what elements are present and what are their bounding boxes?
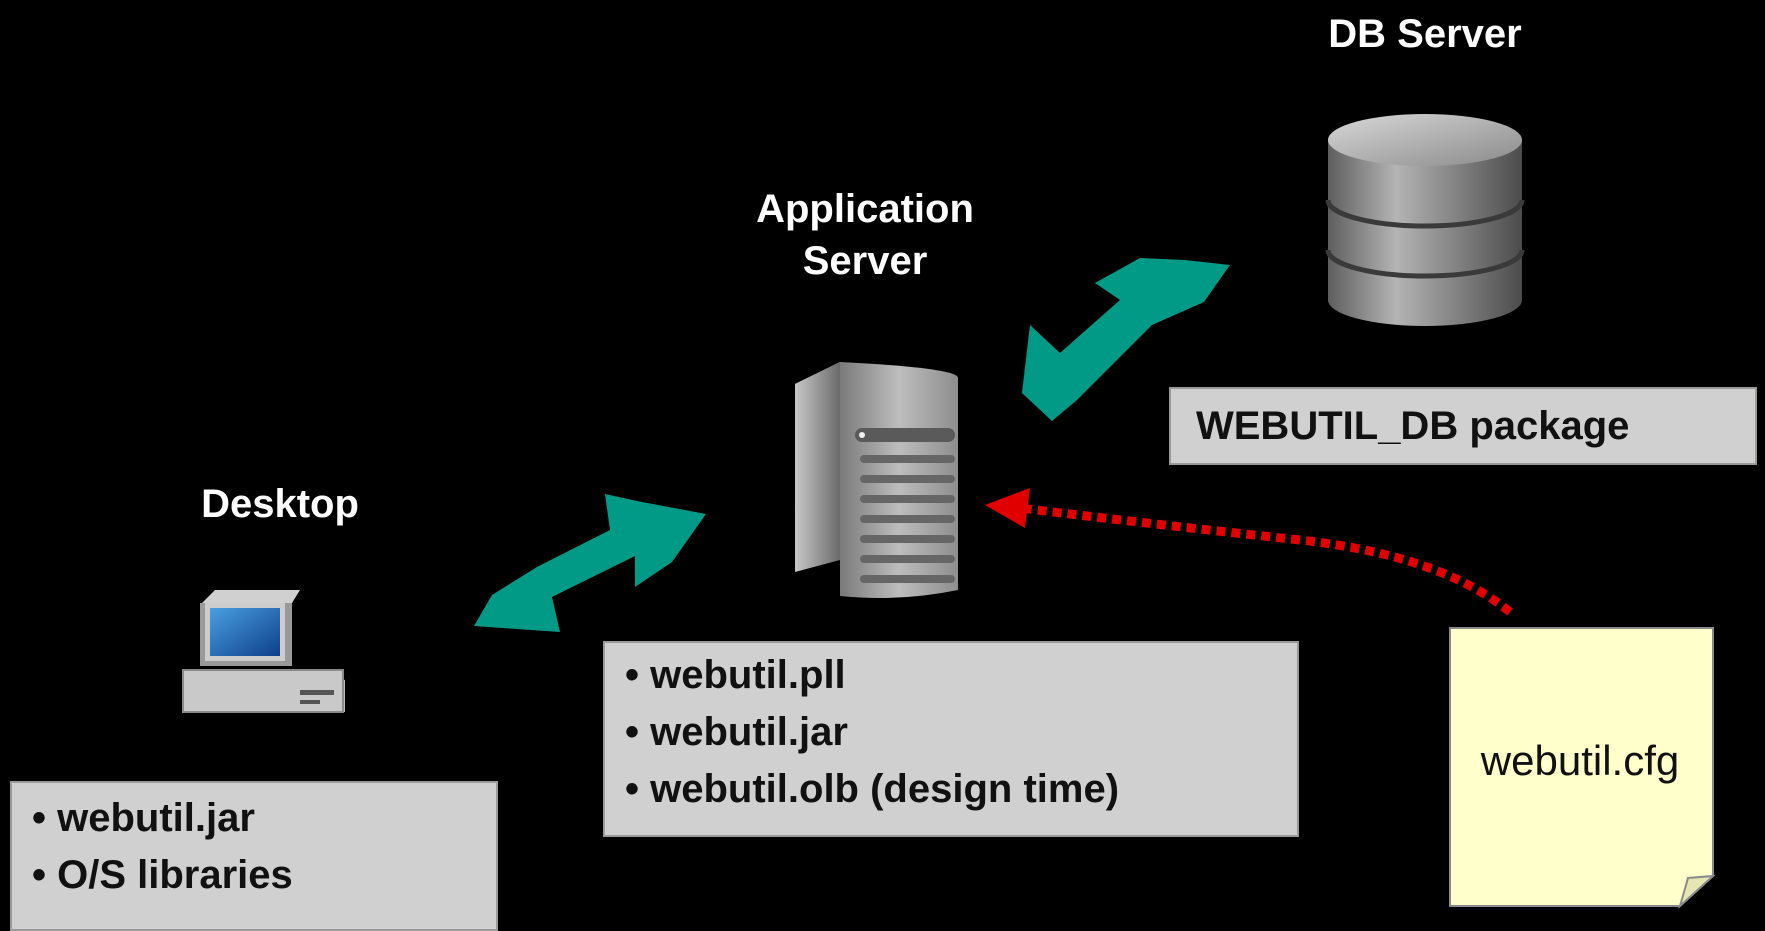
db-app-link-arrow	[1022, 258, 1230, 421]
app-server-label-line1: Application	[756, 187, 974, 231]
list-item: webutil.olb (design time)	[625, 761, 1297, 818]
desktop-label: Desktop	[201, 482, 359, 526]
desktop-files-list: webutil.jar O/S libraries	[32, 790, 496, 904]
config-arrowhead	[985, 488, 1030, 528]
db-server-label: DB Server	[1328, 12, 1522, 56]
app-server-label-line2: Server	[802, 239, 928, 283]
list-item: O/S libraries	[32, 847, 496, 904]
desktop-computer-icon	[182, 590, 345, 713]
list-item: webutil.pll	[625, 647, 1297, 704]
app-files-box: webutil.pll webutil.jar webutil.olb (des…	[603, 641, 1299, 837]
document-note-icon	[1449, 627, 1716, 910]
app-server-label: Application Server	[680, 183, 1050, 287]
server-tower-icon	[795, 362, 958, 598]
app-desktop-link-arrow	[474, 494, 706, 632]
list-item: webutil.jar	[32, 790, 496, 847]
config-link-arrow	[1019, 503, 1513, 616]
database-icon	[1325, 114, 1525, 326]
db-package-box: WEBUTIL_DB package	[1169, 387, 1757, 465]
db-package-text: WEBUTIL_DB package	[1196, 404, 1630, 448]
app-files-list: webutil.pll webutil.jar webutil.olb (des…	[625, 647, 1297, 818]
list-item: webutil.jar	[625, 704, 1297, 761]
desktop-files-box: webutil.jar O/S libraries	[10, 781, 498, 931]
config-file-label: webutil.cfg	[1480, 737, 1680, 784]
